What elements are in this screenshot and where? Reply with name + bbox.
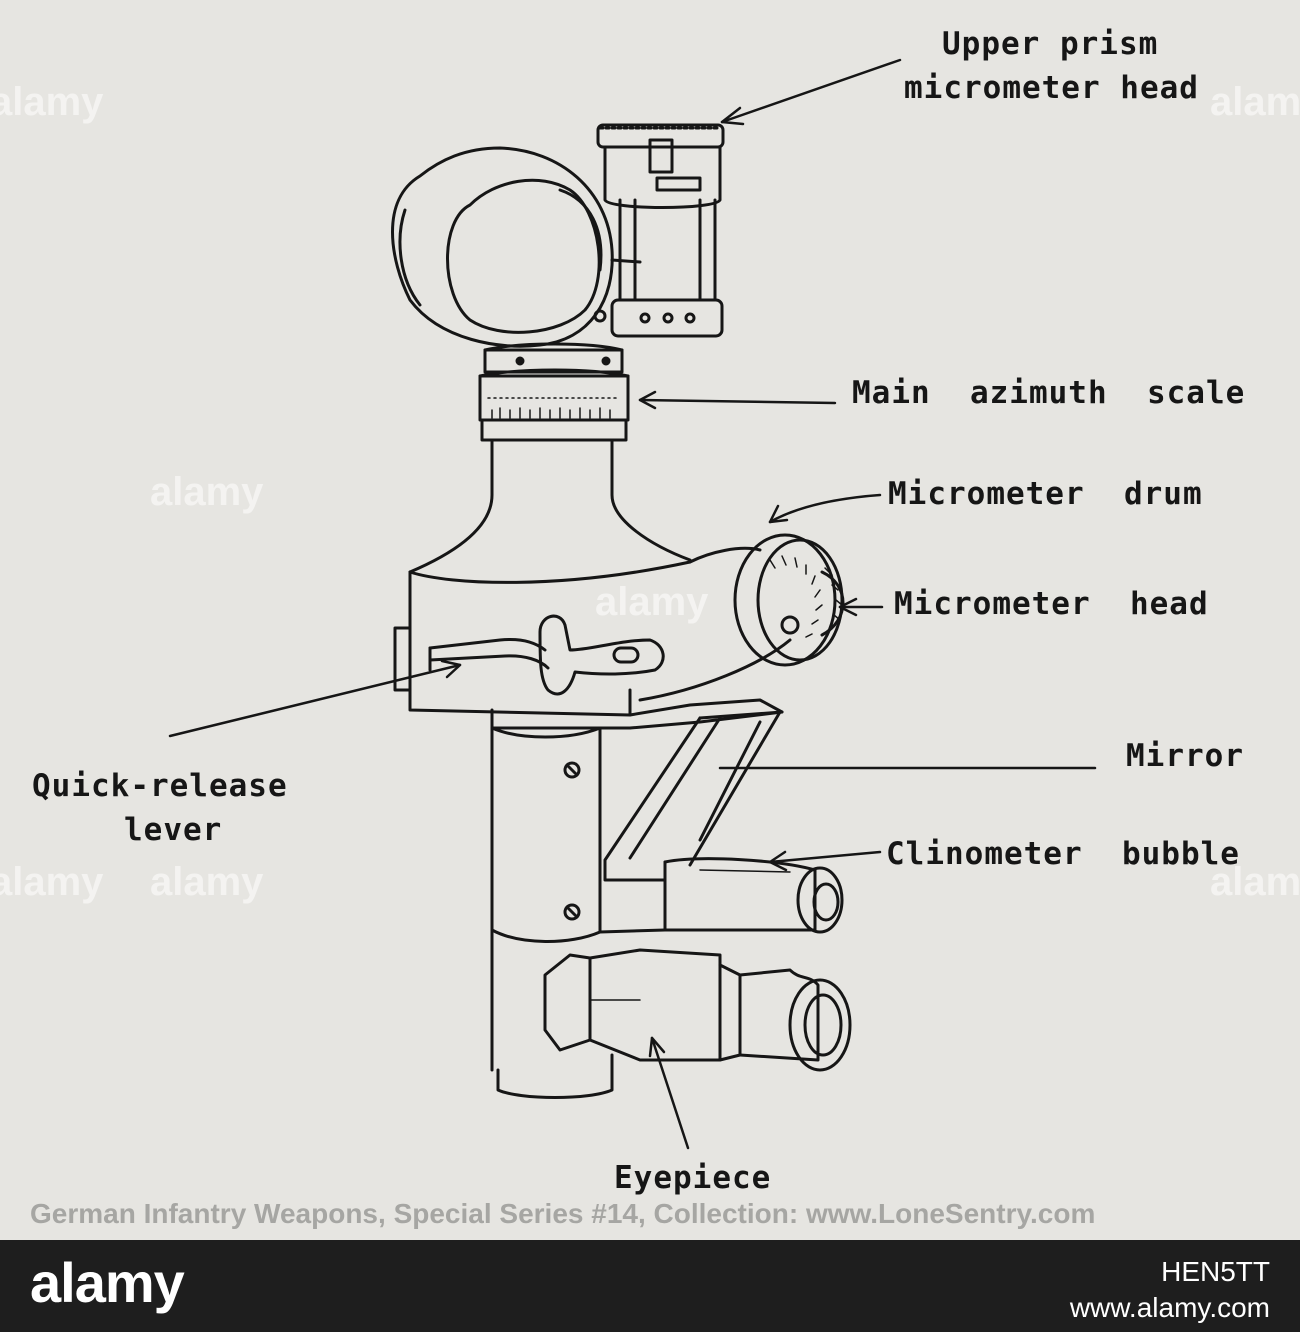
label-eyepiece: Eyepiece	[614, 1160, 771, 1196]
upper-prism-micrometer-housing	[595, 125, 723, 336]
label-quick-release-lever-line2: lever	[124, 812, 222, 848]
image-id: HEN5TT	[1161, 1256, 1270, 1288]
main-azimuth-scale-ring	[480, 344, 628, 440]
clinometer-housing	[600, 859, 842, 932]
upper-head-housing	[393, 148, 641, 346]
source-caption: German Infantry Weapons, Special Series …	[30, 1198, 1095, 1230]
mirror-bracket	[605, 712, 782, 880]
label-upper-prism-micrometer-head: micrometer head	[904, 70, 1199, 106]
eyepiece	[545, 950, 850, 1070]
label-micrometer-head: Micrometer head	[894, 586, 1209, 622]
quick-release-lever	[430, 616, 663, 694]
label-quick-release-lever: Quick-release	[32, 768, 288, 804]
alamy-logo: alamy	[30, 1250, 184, 1315]
micrometer-drum	[640, 535, 843, 700]
label-upper-prism: Upper prism	[942, 26, 1158, 62]
label-micrometer-drum: Micrometer drum	[888, 476, 1203, 512]
diagram-figure: alamy alamy alamy alamy alamy alamy alam…	[0, 0, 1300, 1240]
footer-url: www.alamy.com	[1070, 1292, 1270, 1324]
label-clinometer-bubble: Clinometer bubble	[886, 836, 1240, 872]
label-mirror: Mirror	[1126, 738, 1244, 774]
label-main-azimuth-scale: Main azimuth scale	[852, 375, 1245, 411]
